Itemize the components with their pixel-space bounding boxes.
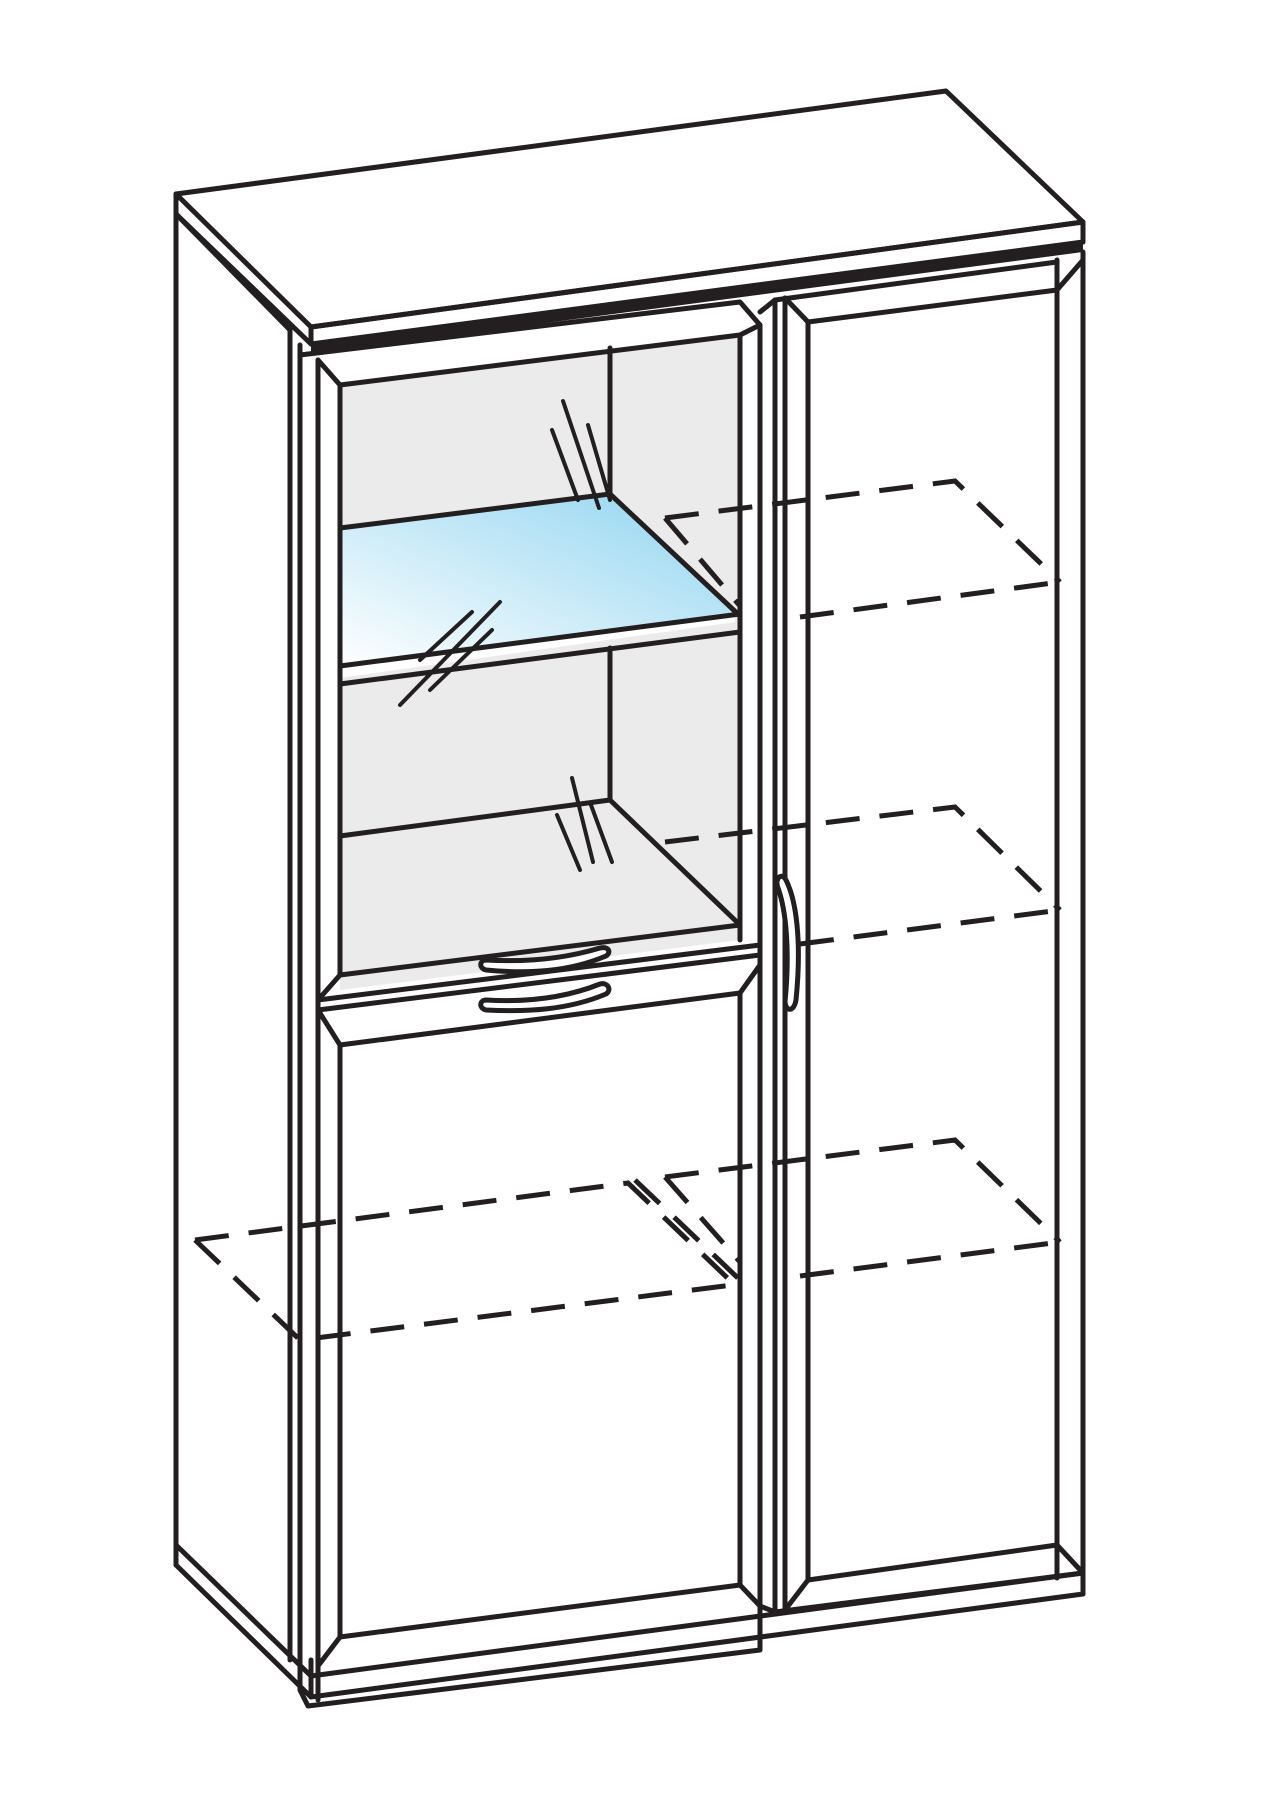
right-side-panel — [1054, 249, 1086, 1581]
hidden-shelf-2 — [664, 804, 1062, 947]
left-door-handles — [478, 945, 612, 1014]
right-door — [757, 257, 1086, 1615]
left-side-panel — [173, 191, 314, 1700]
left-door-upper-glass — [297, 299, 763, 1709]
hidden-shelf-left-lower — [193, 1178, 742, 1343]
hidden-shelf-1 — [663, 478, 1062, 620]
hidden-shelf-3 — [663, 1137, 1062, 1279]
left-door-lower-panel — [315, 962, 763, 1669]
right-door-handle — [774, 873, 801, 1012]
